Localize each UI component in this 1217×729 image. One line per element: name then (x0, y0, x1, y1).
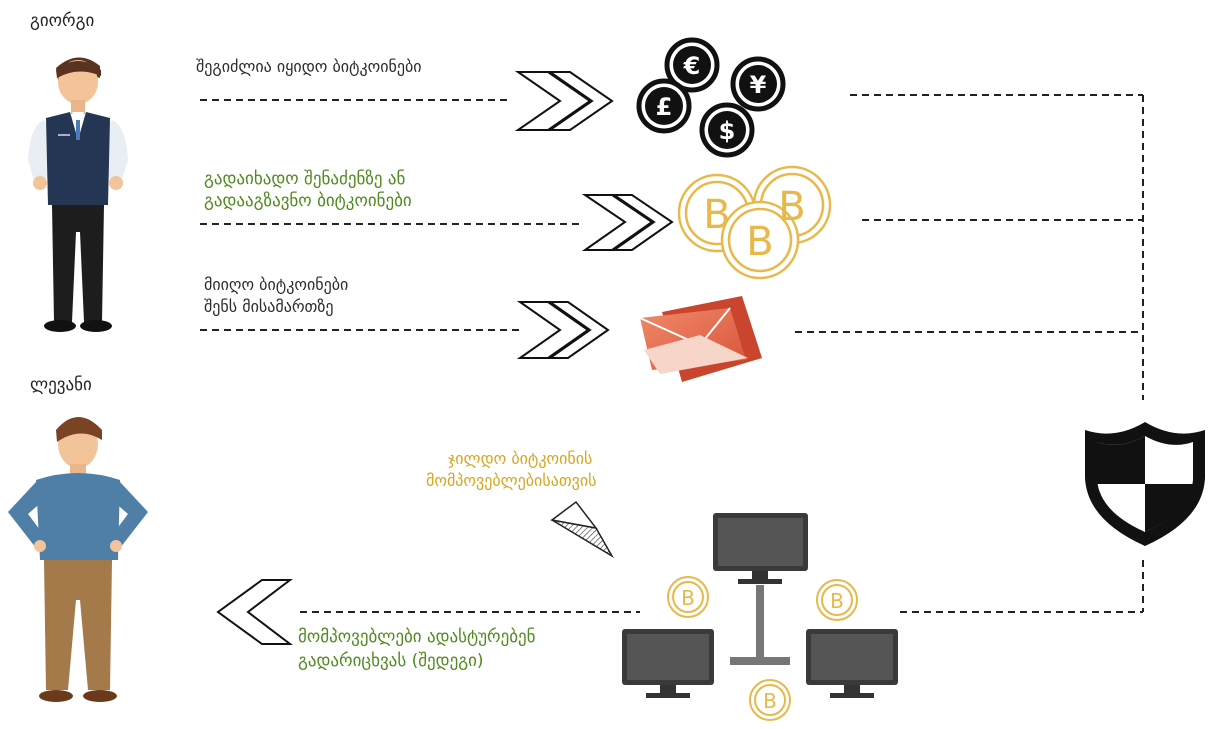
person-levani-icon (8, 417, 148, 702)
reward-label-line1: ჯილდო ბიტკოინის (448, 449, 593, 468)
bitcoin-symbol: B (703, 192, 730, 238)
step-pay-label-line2: გადააგზავნო ბიტკოინები (204, 191, 412, 211)
euro-symbol: € (683, 52, 701, 80)
dollar-symbol: $ (719, 117, 736, 145)
person-name-bottom: ლევანი (30, 375, 92, 395)
chevron-left-icon (216, 579, 293, 645)
envelope-icon (639, 296, 762, 382)
chevron-right-icon (546, 301, 610, 359)
step-receive-label-line2: შენს მისამართზე (204, 297, 334, 316)
bitcoin-symbol: B (830, 589, 844, 613)
step-receive-label-line1: მიიღო ბიტკოინები (204, 275, 349, 294)
bitcoin-symbol: B (763, 689, 777, 713)
yen-symbol: ¥ (750, 71, 767, 99)
chevron-right-icon (514, 71, 592, 131)
step-buy-label: შეგიძლია იყიდო ბიტკოინები (196, 57, 422, 76)
bitcoin-symbol: B (778, 184, 805, 230)
dashed-connectors (200, 94, 1144, 613)
reward-arrow-icon (550, 500, 615, 559)
step-pay-label-line1: გადაიხადო შენაძენზე ან (204, 169, 406, 189)
pound-symbol: £ (656, 93, 673, 121)
person-name-top: გიორგი (30, 11, 95, 31)
confirm-label-line2: გადარიცხვას (შედეგი) (298, 651, 484, 671)
fiat-currency-icon (636, 37, 786, 158)
mining-network-icon (622, 513, 898, 721)
bitcoin-symbol: B (746, 219, 773, 265)
person-giorgi-icon (28, 57, 128, 332)
chevron-right-icon (581, 194, 654, 251)
bitcoin-symbol: B (681, 586, 695, 610)
reward-label-line2: მომპოვებლებისათვის (426, 471, 597, 490)
shield-icon (1085, 422, 1205, 546)
chevron-right-icon (610, 194, 674, 251)
chevron-right-icon (546, 71, 614, 131)
bitcoin-coins-icon (677, 165, 832, 280)
confirm-label-line1: მომპოვებლები ადასტურებენ (298, 627, 536, 647)
chevron-right-icon (516, 301, 590, 359)
